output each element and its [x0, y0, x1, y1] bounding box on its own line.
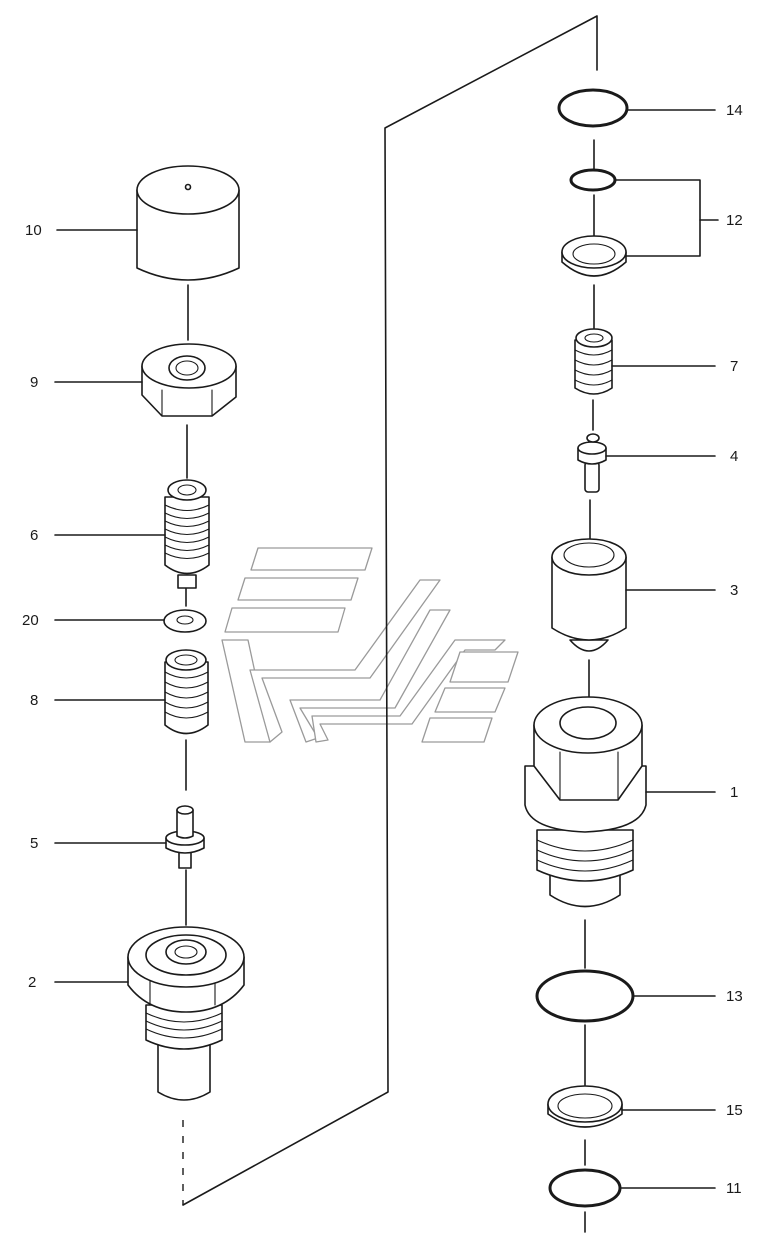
left-centerlines — [182, 284, 189, 1205]
part-2-body — [127, 926, 245, 1101]
label-7: 7 — [730, 358, 738, 375]
right-centerlines — [584, 139, 595, 1233]
part-12-ring — [561, 168, 627, 277]
part-20-washer — [163, 609, 207, 633]
label-3: 3 — [730, 582, 738, 599]
logo-watermark — [221, 547, 519, 743]
part-4-poppet — [577, 433, 607, 493]
part-10-cap — [136, 165, 240, 281]
part-7-spring — [574, 328, 613, 395]
part-3-sleeve — [551, 538, 627, 652]
label-11: 11 — [726, 1180, 742, 1197]
label-6: 6 — [30, 527, 38, 544]
part-5-poppet — [165, 805, 205, 869]
part-labels: 10 9 6 20 8 5 2 14 12 7 4 3 1 13 15 11 — [22, 102, 743, 1197]
part-1-housing — [524, 696, 647, 908]
label-2: 2 — [28, 974, 36, 991]
part-6-adjuster — [164, 479, 210, 589]
part-15-backup-ring — [547, 1085, 623, 1128]
leader-lines — [54, 109, 719, 1189]
part-8-spring — [164, 649, 209, 735]
part-14-oring — [557, 88, 629, 128]
connector-line — [182, 15, 598, 1206]
part-9-nut — [141, 343, 237, 417]
label-20: 20 — [22, 612, 39, 629]
label-4: 4 — [730, 448, 738, 465]
label-12: 12 — [726, 212, 743, 229]
part-11-oring — [548, 1168, 622, 1208]
label-8: 8 — [30, 692, 38, 709]
part-13-oring — [535, 969, 635, 1023]
label-1: 1 — [730, 784, 738, 801]
label-14: 14 — [726, 102, 743, 119]
label-15: 15 — [726, 1102, 743, 1119]
label-9: 9 — [30, 374, 38, 391]
label-10: 10 — [25, 222, 42, 239]
label-5: 5 — [30, 835, 38, 852]
label-13: 13 — [726, 988, 743, 1005]
